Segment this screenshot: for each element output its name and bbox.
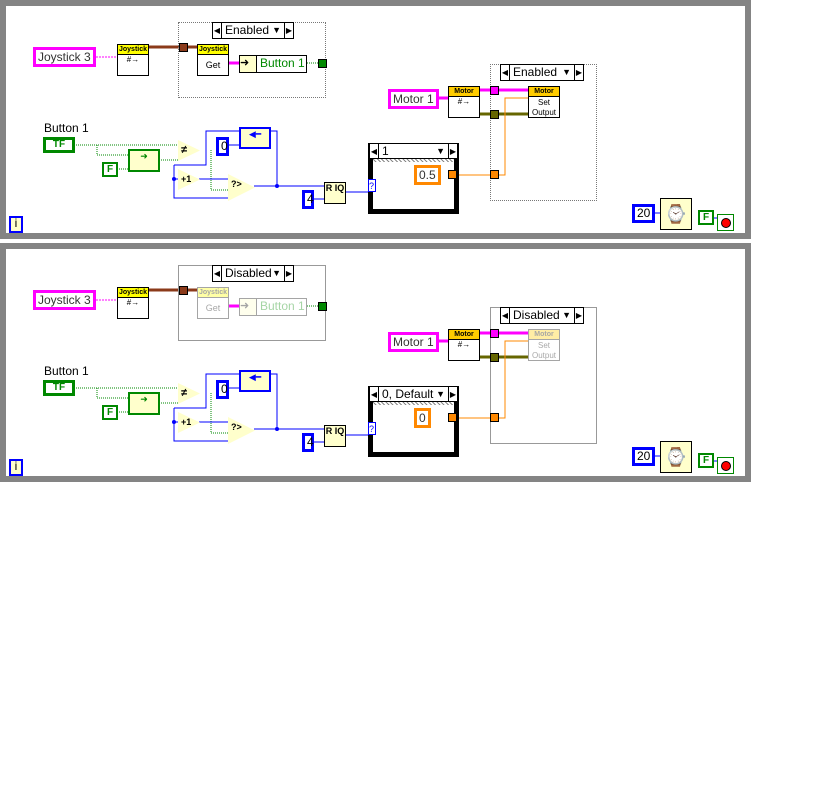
joystick-ref-constant[interactable]: Joystick 3 — [33, 290, 96, 310]
case-selector-terminal: ? — [368, 422, 376, 435]
node-header: Joystick — [198, 288, 228, 298]
node-header: Motor — [529, 330, 559, 340]
stop-false-constant[interactable]: F — [698, 453, 714, 468]
node-header: Motor — [449, 330, 479, 340]
case-selector-value[interactable]: ◀1▼▶ — [369, 143, 458, 159]
case-selector-motor[interactable]: ◀Disabled▼▶ — [500, 307, 584, 324]
loop-condition-stop-icon — [717, 457, 734, 474]
quotient-remainder-node[interactable]: R IQ — [324, 425, 346, 447]
motor-open-node[interactable]: Motor#→ — [448, 86, 480, 118]
tunnel — [448, 170, 457, 179]
output-value-constant[interactable]: 0 — [414, 408, 431, 428]
loop-condition-stop-icon — [717, 214, 734, 231]
field-label: Button 1 — [260, 299, 305, 313]
four-constant[interactable]: 4 — [302, 190, 314, 209]
diagram-disabled: Joystick 3 Joystick#→ ◀Disabled▼▶ Joysti… — [0, 243, 751, 482]
unbundle-by-name[interactable]: ➜Button 1 — [239, 298, 307, 316]
selector-label: Enabled — [513, 65, 558, 79]
tunnel — [490, 329, 499, 338]
wait-ms-constant[interactable]: 20 — [632, 204, 656, 223]
zero-constant[interactable]: 0 — [216, 137, 229, 156]
tunnel — [318, 302, 327, 311]
case-structure-motor[interactable] — [490, 307, 597, 444]
output-value-constant[interactable]: 0.5 — [414, 165, 441, 185]
motor-open-node[interactable]: Motor#→ — [448, 329, 480, 361]
iteration-terminal: i — [9, 459, 23, 476]
selector-label: Disabled — [513, 308, 560, 322]
tunnel — [490, 170, 499, 179]
joystick-open-node[interactable]: Joystick#→ — [117, 44, 149, 76]
joystick-open-node[interactable]: Joystick#→ — [117, 287, 149, 319]
quotient-remainder-node[interactable]: R IQ — [324, 182, 346, 204]
iteration-terminal: i — [9, 216, 23, 233]
stop-false-constant[interactable]: F — [698, 210, 714, 225]
case-selector-motor[interactable]: ◀Enabled▼▶ — [500, 64, 584, 81]
tunnel — [490, 413, 499, 422]
field-label: Button 1 — [260, 56, 305, 70]
button-label: Button 1 — [44, 121, 89, 135]
case-selector-joystick[interactable]: ◀Disabled▼▶ — [212, 265, 294, 282]
node-header: Joystick — [198, 45, 228, 55]
node-label: Set Output — [531, 98, 556, 117]
button-label: Button 1 — [44, 364, 89, 378]
false-constant[interactable]: F — [102, 405, 118, 420]
ref-icon: #→ — [126, 55, 140, 64]
case-selector-joystick[interactable]: ◀Enabled▼▶ — [212, 22, 294, 39]
node-header: Motor — [529, 87, 559, 97]
node-header: Joystick — [118, 288, 148, 298]
arrow-icon: ➜ — [240, 56, 257, 72]
case-selector-terminal: ? — [368, 179, 376, 192]
tunnel — [490, 110, 499, 119]
wait-ms-constant[interactable]: 20 — [632, 447, 656, 466]
zero-constant[interactable]: 0 — [216, 380, 229, 399]
motor-ref-constant[interactable]: Motor 1 — [388, 332, 439, 352]
feedback-node-numeric[interactable]: ◀━ — [239, 127, 271, 149]
false-constant[interactable]: F — [102, 162, 118, 177]
wait-clock-icon[interactable]: ⌚ — [660, 198, 692, 230]
ref-icon: #→ — [457, 340, 471, 349]
joystick-ref-constant[interactable]: Joystick 3 — [33, 47, 96, 67]
node-label: Set Output — [531, 341, 556, 360]
tunnel — [318, 59, 327, 68]
tunnel — [490, 353, 499, 362]
node-header: Joystick — [118, 45, 148, 55]
selector-label: Enabled — [225, 23, 270, 37]
wires — [74, 45, 717, 219]
feedback-node-boolean[interactable]: ➜ — [128, 392, 160, 415]
diagram-enabled: Joystick 3 Joystick#→ ◀Enabled▼▶ Joystic… — [0, 0, 751, 239]
case-selector-value[interactable]: ◀0, Default▼▶ — [369, 386, 458, 402]
ref-icon: #→ — [457, 97, 471, 106]
arrow-icon: ➜ — [240, 299, 257, 315]
node-label: Get — [205, 60, 221, 70]
four-constant[interactable]: 4 — [302, 433, 314, 452]
selector-label: 0, Default — [382, 387, 434, 401]
feedback-node-boolean[interactable]: ➜ — [128, 149, 160, 172]
tunnel — [179, 43, 188, 52]
tunnel — [179, 286, 188, 295]
button-1-terminal[interactable]: TF — [43, 137, 75, 153]
wires — [74, 288, 717, 462]
ref-icon: #→ — [126, 298, 140, 307]
motor-ref-constant[interactable]: Motor 1 — [388, 89, 439, 109]
wait-clock-icon[interactable]: ⌚ — [660, 441, 692, 473]
feedback-node-numeric[interactable]: ◀━ — [239, 370, 271, 392]
tunnel — [490, 86, 499, 95]
selector-label: Disabled — [225, 266, 272, 280]
button-1-terminal[interactable]: TF — [43, 380, 75, 396]
unbundle-by-name[interactable]: ➜Button 1 — [239, 55, 307, 73]
case-structure-motor[interactable] — [490, 64, 597, 201]
selector-label: 1 — [382, 144, 389, 158]
node-label: Get — [205, 303, 221, 313]
node-header: Motor — [449, 87, 479, 97]
tunnel — [448, 413, 457, 422]
